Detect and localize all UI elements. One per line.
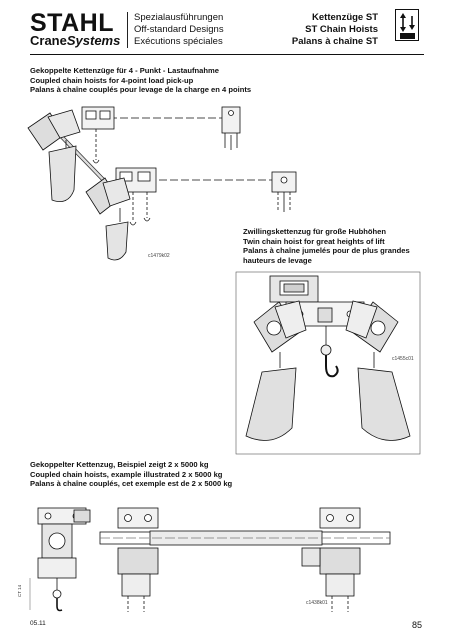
logo-separator <box>127 12 128 48</box>
figure-code-3: c1438k01 <box>306 600 328 606</box>
caption-twin-hoist: Zwillingskettenzug für große Hubhöhen Tw… <box>243 227 410 265</box>
brand-logo: STAHL <box>30 9 114 37</box>
figure-coupled-4-point <box>27 106 297 261</box>
figure-coupled-5000 <box>29 507 391 612</box>
brand-tagline: CraneSystems <box>30 33 121 48</box>
figure-code-1: c1479k02 <box>148 253 170 259</box>
caption-coupled-5000: Gekoppelter Kettenzug, Beispiel zeigt 2 … <box>30 460 233 489</box>
caption-coupled-4-point: Gekoppelte Kettenzüge für 4 - Punkt - La… <box>30 66 252 95</box>
hoist-load-arrows-icon <box>395 9 419 41</box>
header-rule <box>30 54 424 55</box>
header-subtitles: Spezialausführungen Off-standard Designs… <box>134 12 224 47</box>
page-date: 05.11 <box>30 620 46 627</box>
page-number: 85 <box>411 620 422 630</box>
side-document-code: CT 14 <box>17 584 22 597</box>
header-title: Kettenzüge ST ST Chain Hoists Palans à c… <box>291 12 378 47</box>
figure-code-2: c1455c01 <box>392 356 414 362</box>
figure-twin-hoist <box>235 271 421 455</box>
